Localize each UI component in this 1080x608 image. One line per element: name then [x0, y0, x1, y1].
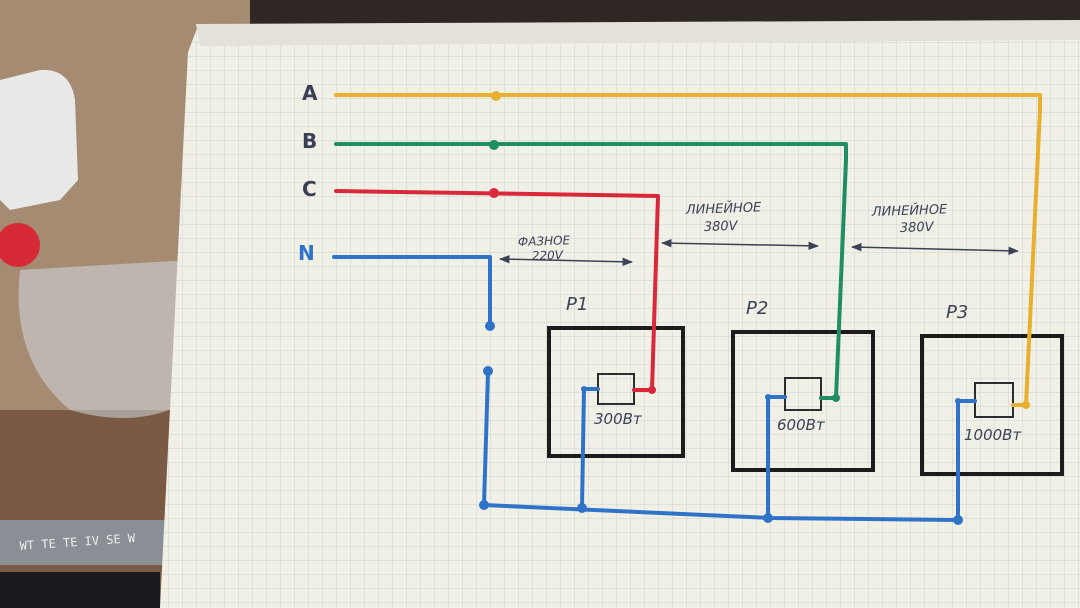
white-tap [0, 69, 78, 210]
arrow-linear-voltage-1 [660, 238, 820, 251]
glass-mug [18, 260, 191, 418]
phase-label-b: B [302, 129, 317, 153]
terminal-n-p3 [955, 398, 961, 404]
arrow-phase-voltage [498, 255, 634, 266]
load-label-p1: P1 [566, 294, 588, 315]
voltage-notes: ФАЗНОЕ 220V ЛИНЕЙНОЕ 380V ЛИНЕЙНОЕ 380V [518, 199, 949, 263]
load-labels: P1 P2 P3 300Вт 600Вт 1000Вт [566, 294, 1022, 444]
junction-b [489, 140, 499, 150]
note-phase-line2: 220V [532, 248, 564, 263]
note-linear1-line2: 380V [704, 219, 739, 235]
terminal-n-top [485, 321, 495, 331]
wire-phase-a [334, 93, 1042, 407]
pen [0, 572, 160, 608]
wire-phase-b [334, 142, 848, 400]
terminal-b-p2 [832, 394, 840, 402]
terminal-n-bottom [483, 366, 493, 376]
junction-n-p3 [953, 515, 963, 525]
junction-n-start [479, 500, 489, 510]
phase-label-a: A [302, 81, 318, 105]
terminal-c-p1 [648, 386, 656, 394]
red-tap-handle [0, 223, 40, 267]
load-label-p3: P3 [946, 302, 968, 323]
note-phase-line1: ФАЗНОЕ [518, 233, 571, 249]
note-linear1-line1: ЛИНЕЙНОЕ [685, 199, 763, 218]
page-stack-edge [196, 20, 1080, 46]
phase-label-c: C [302, 177, 317, 201]
note-linear2-line2: 380V [900, 220, 935, 236]
junction-dots [479, 91, 1030, 525]
terminal-a-p3 [1022, 401, 1030, 409]
terminal-n-p1 [581, 386, 587, 392]
notebook-page [160, 20, 1080, 608]
terminal-n-p2 [765, 394, 771, 400]
wire-neutral-bus [482, 370, 960, 522]
note-linear2-line1: ЛИНЕЙНОЕ [871, 201, 949, 220]
metal-ruler [0, 520, 175, 565]
wire-neutral-top [332, 255, 492, 327]
load-box-p1 [547, 326, 685, 458]
load-label-p2: P2 [746, 298, 768, 319]
load-box-p2 [731, 330, 875, 472]
load-element-p2 [784, 377, 822, 411]
junction-c [489, 188, 499, 198]
voltage-arrows [498, 238, 1020, 266]
paper-grid [160, 22, 1080, 608]
load-power-p3: 1000Вт [964, 426, 1022, 444]
load-box-p3 [920, 334, 1064, 476]
phase-label-n: N [298, 241, 315, 265]
arrow-linear-voltage-2 [850, 243, 1020, 255]
load-power-p2: 600Вт [777, 416, 826, 434]
junction-n-p2 [763, 513, 773, 523]
junction-a [491, 91, 501, 101]
junction-n-p1 [577, 503, 587, 513]
load-power-p1: 300Вт [594, 410, 643, 428]
phase-labels: A B C N [298, 81, 318, 265]
